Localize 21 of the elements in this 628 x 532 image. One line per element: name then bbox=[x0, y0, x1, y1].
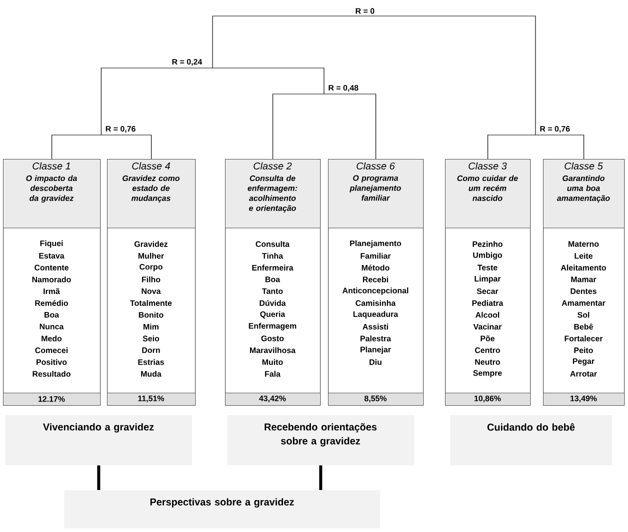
class-heading: Classe 5 bbox=[564, 162, 603, 170]
class-card bbox=[542, 159, 625, 406]
theme-band: Cuidando do bebê bbox=[450, 415, 612, 466]
dendrogram-bracket bbox=[488, 134, 584, 160]
class-heading: Classe 4 bbox=[132, 162, 170, 170]
theme-band: Vivenciando a gravidez bbox=[5, 415, 192, 466]
class-heading: Classe 3 bbox=[468, 162, 507, 170]
class-card bbox=[2, 159, 101, 406]
class-card bbox=[328, 159, 424, 406]
class-heading: Classe 6 bbox=[356, 162, 395, 170]
theme-band: Perspectivas sobre a gravidez bbox=[64, 490, 380, 528]
dendrogram-bracket bbox=[52, 134, 152, 160]
class-card bbox=[444, 159, 531, 406]
theme-band: Recebendo orientações sobre a gravidez bbox=[227, 415, 414, 466]
class-heading: Classe 1 bbox=[32, 162, 70, 170]
class-card bbox=[224, 159, 321, 406]
connector-line bbox=[319, 465, 322, 490]
class-card bbox=[106, 159, 196, 406]
dendrogram-bracket bbox=[272, 94, 376, 160]
connector-line bbox=[97, 465, 100, 490]
class-heading: Classe 2 bbox=[254, 162, 292, 170]
